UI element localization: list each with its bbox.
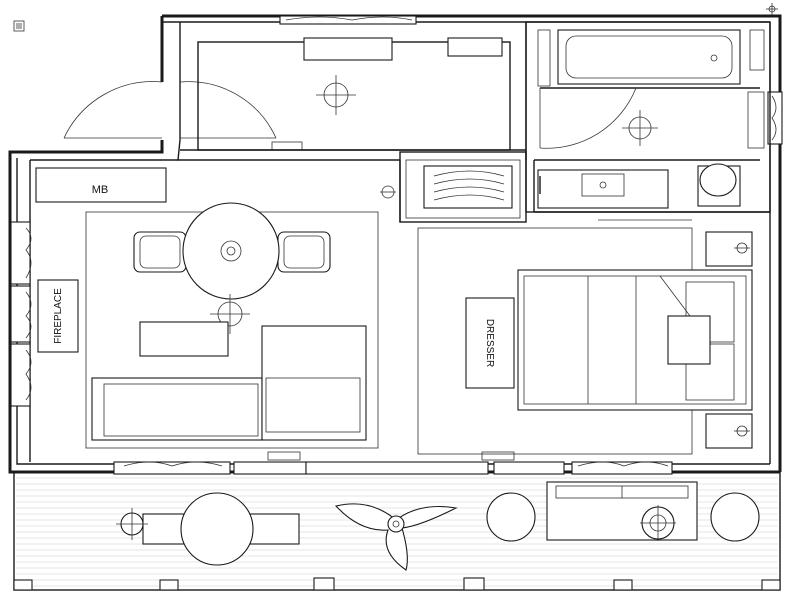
- right-windows: [767, 91, 783, 145]
- left-windows: [10, 221, 32, 407]
- dresser: DRESSER: [465, 297, 515, 389]
- ceiling-fan: [334, 503, 458, 571]
- fireplace-label: FIREPLACE: [53, 288, 64, 344]
- partitions: [399, 160, 770, 222]
- bathroom: [525, 21, 771, 213]
- minibar: MB: [35, 167, 167, 203]
- menu-icon[interactable]: [13, 20, 25, 32]
- deck-tub: [546, 481, 698, 541]
- deck-side-table-2: [710, 492, 760, 542]
- dining-table: [133, 202, 331, 300]
- bed: [517, 269, 753, 411]
- fireplace: FIREPLACE: [37, 279, 79, 353]
- entry-door: [63, 81, 303, 151]
- top-windows: [279, 15, 417, 25]
- dresser-label: DRESSER: [484, 319, 495, 367]
- living-ceiling-light: [210, 294, 250, 334]
- outlet-symbol: [380, 185, 396, 199]
- closet-ceiling-light: [316, 75, 356, 115]
- mb-label: MB: [92, 184, 109, 196]
- bottom-windows: [113, 451, 673, 475]
- deck-light-left: [116, 508, 148, 540]
- nightstand-top: [705, 231, 753, 267]
- deck-lounger-left: [142, 492, 300, 566]
- nightstand-bottom: [705, 413, 753, 449]
- coffee-table: [139, 321, 229, 357]
- closet-room: [180, 22, 527, 160]
- mechanical-cabinet: [399, 151, 527, 223]
- sofa: [91, 325, 367, 441]
- north-arrow-icon: [766, 3, 778, 15]
- deck-side-table-1: [486, 492, 536, 542]
- bathroom-ceiling-light: [622, 110, 658, 146]
